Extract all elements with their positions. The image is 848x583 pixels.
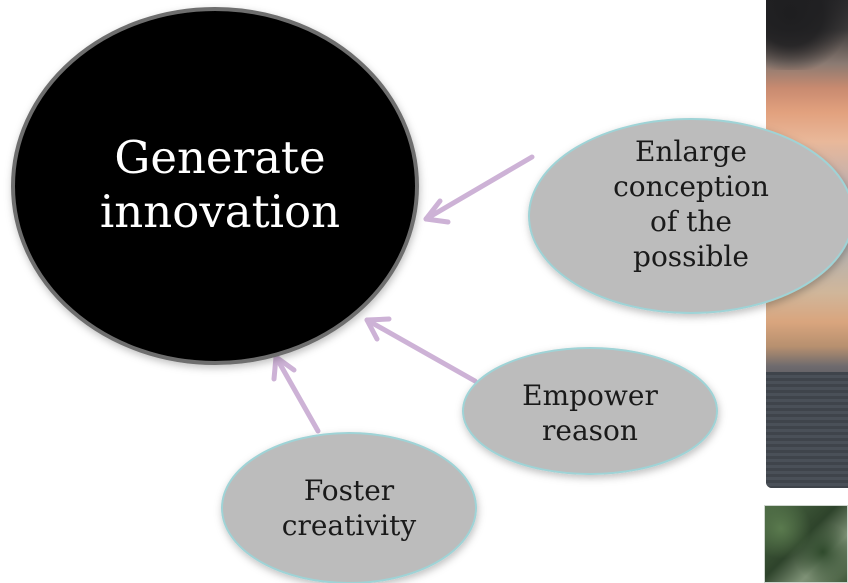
empower-node-bubble [462, 347, 718, 475]
enlarge-node-bubble [528, 118, 848, 314]
main-node-circle [11, 7, 419, 365]
arrow-empower-to-main [364, 316, 478, 384]
arrow-foster-to-main [271, 354, 321, 434]
main-node-label: Generate innovation [99, 131, 341, 238]
enlarge-node-label: Enlarge conception of the possible [613, 135, 769, 273]
foster-node-bubble [221, 432, 477, 583]
empower-node-label: Empower reason [522, 379, 658, 447]
lake-water [766, 372, 848, 488]
tree-silhouette [766, 0, 848, 70]
foster-node-label: Foster creativity [281, 474, 417, 542]
arrow-enlarge-to-main [423, 154, 535, 225]
